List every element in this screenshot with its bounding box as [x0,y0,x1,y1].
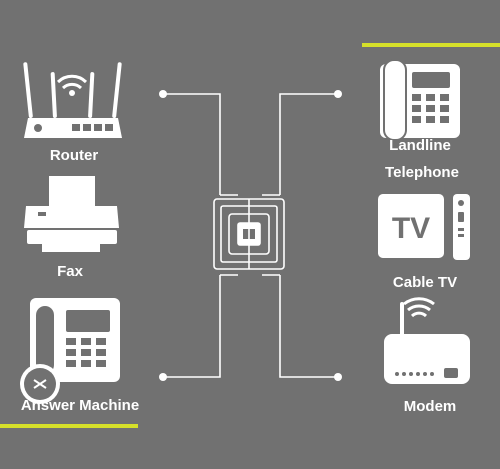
cable-tv-icon: TV [378,194,470,260]
accent-bar-top-right [362,43,500,47]
connection-wires [163,93,338,378]
wire-bottom-right [279,275,338,378]
wall-socket-icon [213,198,285,270]
fax-label: Fax [57,263,83,280]
answer-machine-icon [20,298,120,404]
modem-label: Modem [403,398,457,415]
tv-screen-text: TV [392,212,430,245]
router-label: Router [49,147,99,164]
wire-top-right [279,93,338,195]
answer-machine-label: Answer Machine [20,397,140,414]
wire-top-left [163,93,221,195]
landline-label-line1: Landline [389,137,451,154]
router-icon [23,62,122,138]
cable-tv-label: Cable TV [392,274,458,291]
fax-icon [24,176,119,252]
modem-icon [384,297,470,384]
wire-endpoints [159,90,342,381]
landline-telephone-icon [380,59,460,141]
wire-bottom-left [163,275,221,378]
accent-bar-bottom-left [0,424,138,428]
landline-label-line2: Telephone [385,164,459,181]
